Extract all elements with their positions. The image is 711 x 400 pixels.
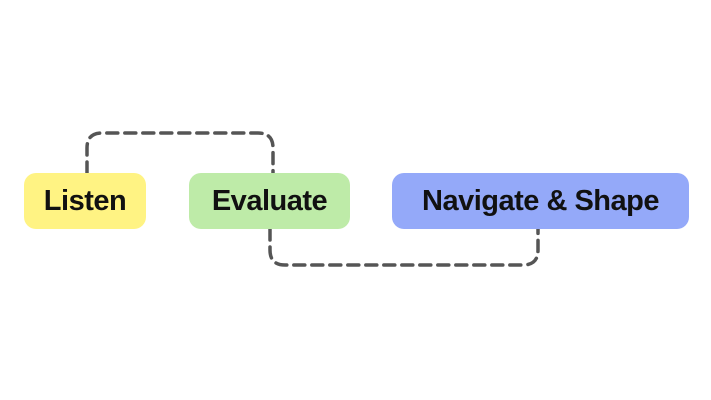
connector-evaluate-to-navigate bbox=[268, 227, 540, 267]
node-navigate-shape: Navigate & Shape bbox=[392, 173, 689, 229]
node-evaluate-label: Evaluate bbox=[211, 184, 328, 217]
node-evaluate: Evaluate bbox=[189, 173, 350, 229]
node-navigate-shape-label: Navigate & Shape bbox=[422, 184, 659, 217]
node-listen-label: Listen bbox=[43, 184, 127, 217]
node-listen: Listen bbox=[24, 173, 146, 229]
connector-listen-to-evaluate bbox=[85, 131, 275, 175]
